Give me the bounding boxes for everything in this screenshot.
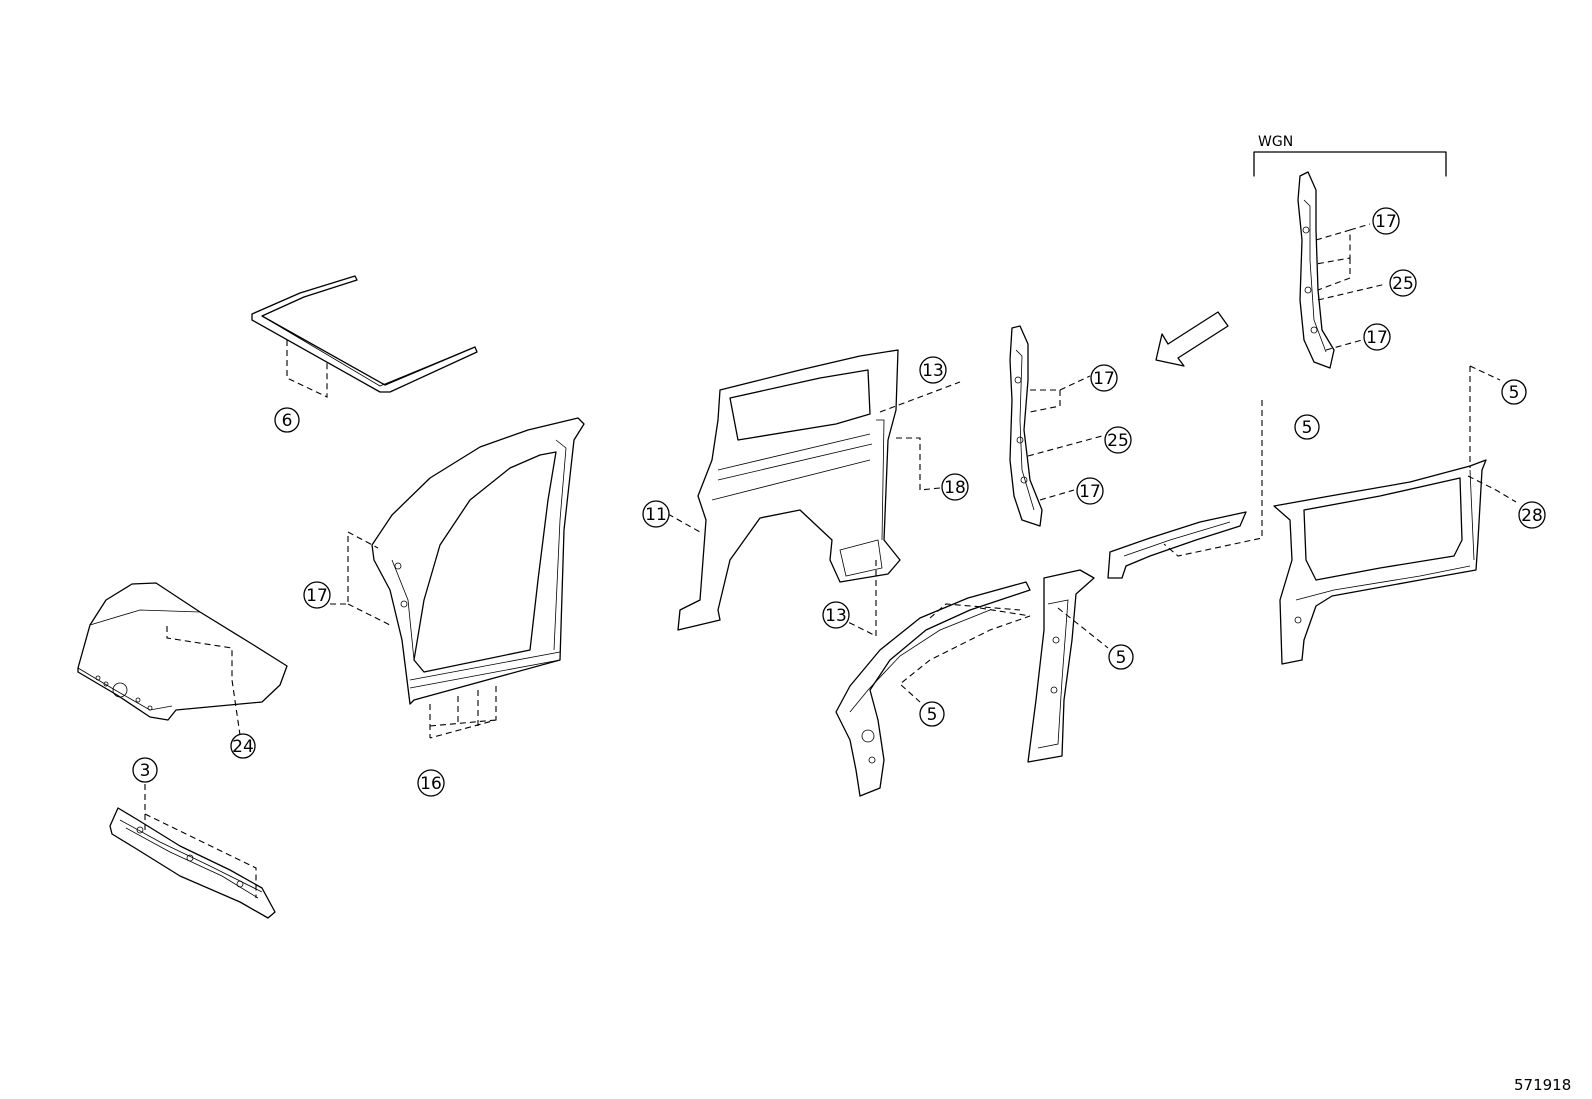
leader-25a (1027, 435, 1103, 457)
leader-17c (1039, 489, 1075, 501)
callout-3: 3 (132, 757, 158, 783)
callout-5d-text: 5 (1509, 383, 1520, 403)
front-side-frame[interactable] (371, 417, 585, 705)
callout-3-text: 3 (140, 761, 151, 781)
leader-17a (330, 531, 393, 627)
callout-25a-text: 25 (1107, 431, 1129, 451)
callout-5c-text: 5 (1302, 418, 1313, 438)
group-label-wgn: WGN (1258, 134, 1293, 150)
callout-17b: 17 (1090, 364, 1118, 392)
callout-11-text: 11 (645, 505, 667, 525)
callout-25a: 25 (1104, 426, 1132, 454)
callout-13b-text: 13 (825, 606, 847, 626)
callout-6: 6 (274, 407, 300, 433)
leader-5a (899, 603, 1031, 703)
callout-13a-text: 13 (922, 361, 944, 381)
callout-16-text: 16 (420, 774, 442, 794)
callout-25b: 25 (1389, 269, 1417, 297)
reference-number: 571918 (1514, 1076, 1571, 1094)
callout-17c: 17 (1076, 477, 1104, 505)
pillar-inner[interactable] (1027, 569, 1095, 763)
wgn-center-pillar[interactable] (1297, 171, 1335, 369)
callout-17d: 17 (1372, 207, 1400, 235)
callout-5a-text: 5 (927, 705, 938, 725)
wgn-bracket (1253, 151, 1447, 177)
callout-17c-text: 17 (1079, 482, 1101, 502)
leader-13b (847, 560, 877, 637)
callout-11: 11 (642, 500, 670, 528)
callout-24-text: 24 (232, 737, 254, 757)
leader-5d (1469, 365, 1501, 468)
callout-18-text: 18 (944, 478, 966, 498)
callout-24: 24 (230, 733, 256, 759)
hood-panel[interactable] (77, 582, 288, 721)
leader-24 (166, 626, 241, 736)
callout-5b: 5 (1108, 644, 1134, 670)
callout-13b: 13 (822, 601, 850, 629)
callout-28-text: 28 (1521, 506, 1543, 526)
leader-17b (1029, 375, 1091, 413)
quarter-panel[interactable] (677, 349, 901, 631)
callout-5a: 5 (919, 701, 945, 727)
leader-5c (1163, 400, 1263, 557)
leader-28 (1467, 475, 1517, 503)
direction-arrow (1155, 311, 1229, 367)
callout-6-text: 6 (282, 411, 293, 431)
callout-17e: 17 (1363, 323, 1391, 351)
callout-17a: 17 (303, 581, 331, 609)
leader-11 (667, 513, 701, 533)
rocker-lower[interactable] (1107, 511, 1247, 579)
roof-panel[interactable] (251, 275, 478, 393)
rear-side-frame[interactable] (1273, 459, 1487, 665)
callout-17d-text: 17 (1375, 212, 1397, 232)
callout-25b-text: 25 (1392, 274, 1414, 294)
callout-5b-text: 5 (1116, 648, 1127, 668)
callout-16: 16 (417, 769, 445, 797)
leader-5b (1057, 607, 1109, 649)
leader-6 (286, 340, 328, 398)
callout-5d: 5 (1501, 379, 1527, 405)
roof-side-rail[interactable] (835, 581, 1031, 797)
cowl-panel[interactable] (109, 807, 276, 919)
callout-17b-text: 17 (1093, 369, 1115, 389)
leader-16 (429, 686, 497, 739)
callout-18: 18 (941, 473, 969, 501)
callout-5c: 5 (1294, 414, 1320, 440)
leader-17d (1315, 223, 1371, 291)
center-pillar[interactable] (1009, 325, 1043, 527)
leader-3 (144, 784, 257, 898)
callout-17a-text: 17 (306, 586, 328, 606)
leader-25b (1317, 283, 1387, 301)
callout-17e-text: 17 (1366, 328, 1388, 348)
leader-17e (1325, 339, 1363, 351)
leader-13a (879, 381, 961, 413)
leader-18 (896, 437, 941, 491)
callout-13a: 13 (919, 356, 947, 384)
callout-28: 28 (1518, 501, 1546, 529)
